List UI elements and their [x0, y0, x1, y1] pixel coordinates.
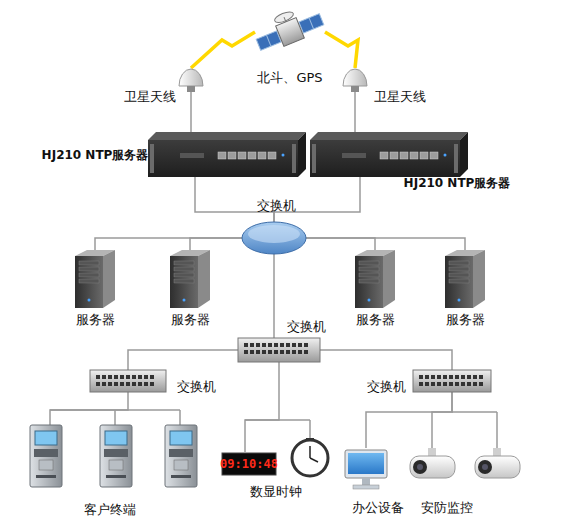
device-label: 卫星天线	[124, 90, 176, 104]
device-label: 服务器	[446, 313, 485, 327]
customer-terminals: 客户终端	[28, 425, 206, 487]
network-cable	[320, 350, 452, 370]
satellite-icon: 北斗、GPS	[255, 8, 325, 56]
server-tower: 服务器	[170, 250, 210, 308]
network-switch: 交换机	[413, 370, 491, 392]
server-tower: 服务器	[75, 250, 115, 308]
network-cable	[190, 92, 192, 132]
device-label: 交换机	[367, 380, 406, 394]
network-cable	[273, 254, 275, 338]
branch-wire	[309, 420, 311, 440]
satellite-icon-graphic	[255, 8, 325, 56]
device-label: HJ210 NTP服务器	[404, 177, 511, 190]
branch-wire	[496, 412, 498, 448]
device-label: 办公设备	[352, 501, 404, 515]
device-label: 交换机	[287, 320, 326, 334]
branch-wire	[244, 440, 246, 452]
security-cameras: 安防监控	[410, 448, 520, 484]
office-equipment: 办公设备	[343, 448, 389, 490]
branch-wire	[114, 410, 116, 425]
antenna-icon: 卫星天线	[342, 68, 368, 92]
device-label: 安防监控	[421, 501, 473, 515]
device-label: 服务器	[76, 313, 115, 327]
antenna-icon: 卫星天线	[178, 68, 204, 92]
network-switch-graphic	[238, 338, 320, 362]
clock-reading: 09:10:48	[220, 457, 278, 471]
network-switch: 交换机	[238, 338, 320, 362]
network-cable	[354, 92, 356, 132]
network-cable	[366, 392, 452, 448]
branch-wire	[179, 410, 181, 425]
device-label: 服务器	[171, 313, 210, 327]
network-cable	[95, 238, 242, 250]
wireless-link	[191, 32, 255, 68]
device-label: 服务器	[356, 313, 395, 327]
branch-wire	[452, 411, 497, 413]
network-cable	[128, 350, 238, 370]
device-label: 交换机	[257, 199, 296, 213]
network-switch: 交换机	[90, 370, 166, 392]
security-cameras-graphic	[410, 448, 520, 484]
device-label: 卫星天线	[374, 90, 426, 104]
device-label: 客户终端	[84, 503, 136, 517]
ntp-server: HJ210 NTP服务器	[148, 132, 306, 177]
network-switch-graphic	[413, 370, 491, 392]
core-switch-graphic	[242, 222, 306, 254]
antenna-icon-graphic	[342, 68, 368, 92]
server-tower: 服务器	[445, 250, 485, 308]
wireless-link	[325, 32, 358, 68]
ntp-server-graphic	[310, 132, 468, 177]
core-switch: 交换机	[242, 222, 306, 254]
device-label: HJ210 NTP服务器	[42, 149, 149, 162]
server-tower: 服务器	[355, 250, 395, 308]
network-cable	[432, 392, 452, 448]
device-label: 数显时钟	[250, 485, 302, 499]
server-tower-graphic	[170, 250, 210, 308]
network-cable	[245, 362, 279, 440]
server-tower-graphic	[355, 250, 395, 308]
network-cable	[50, 392, 128, 425]
office-equipment-graphic	[343, 448, 389, 490]
device-label: 交换机	[177, 380, 216, 394]
network-cable	[306, 238, 465, 250]
network-switch-graphic	[90, 370, 166, 392]
server-tower-graphic	[445, 250, 485, 308]
network-cable	[306, 238, 375, 250]
ntp-server-graphic	[148, 132, 306, 177]
antenna-icon-graphic	[178, 68, 204, 92]
ntp-server: HJ210 NTP服务器	[310, 132, 468, 177]
device-label: 北斗、GPS	[257, 71, 322, 85]
customer-terminals-graphic	[28, 425, 206, 487]
server-tower-graphic	[75, 250, 115, 308]
network-cable	[190, 238, 242, 250]
